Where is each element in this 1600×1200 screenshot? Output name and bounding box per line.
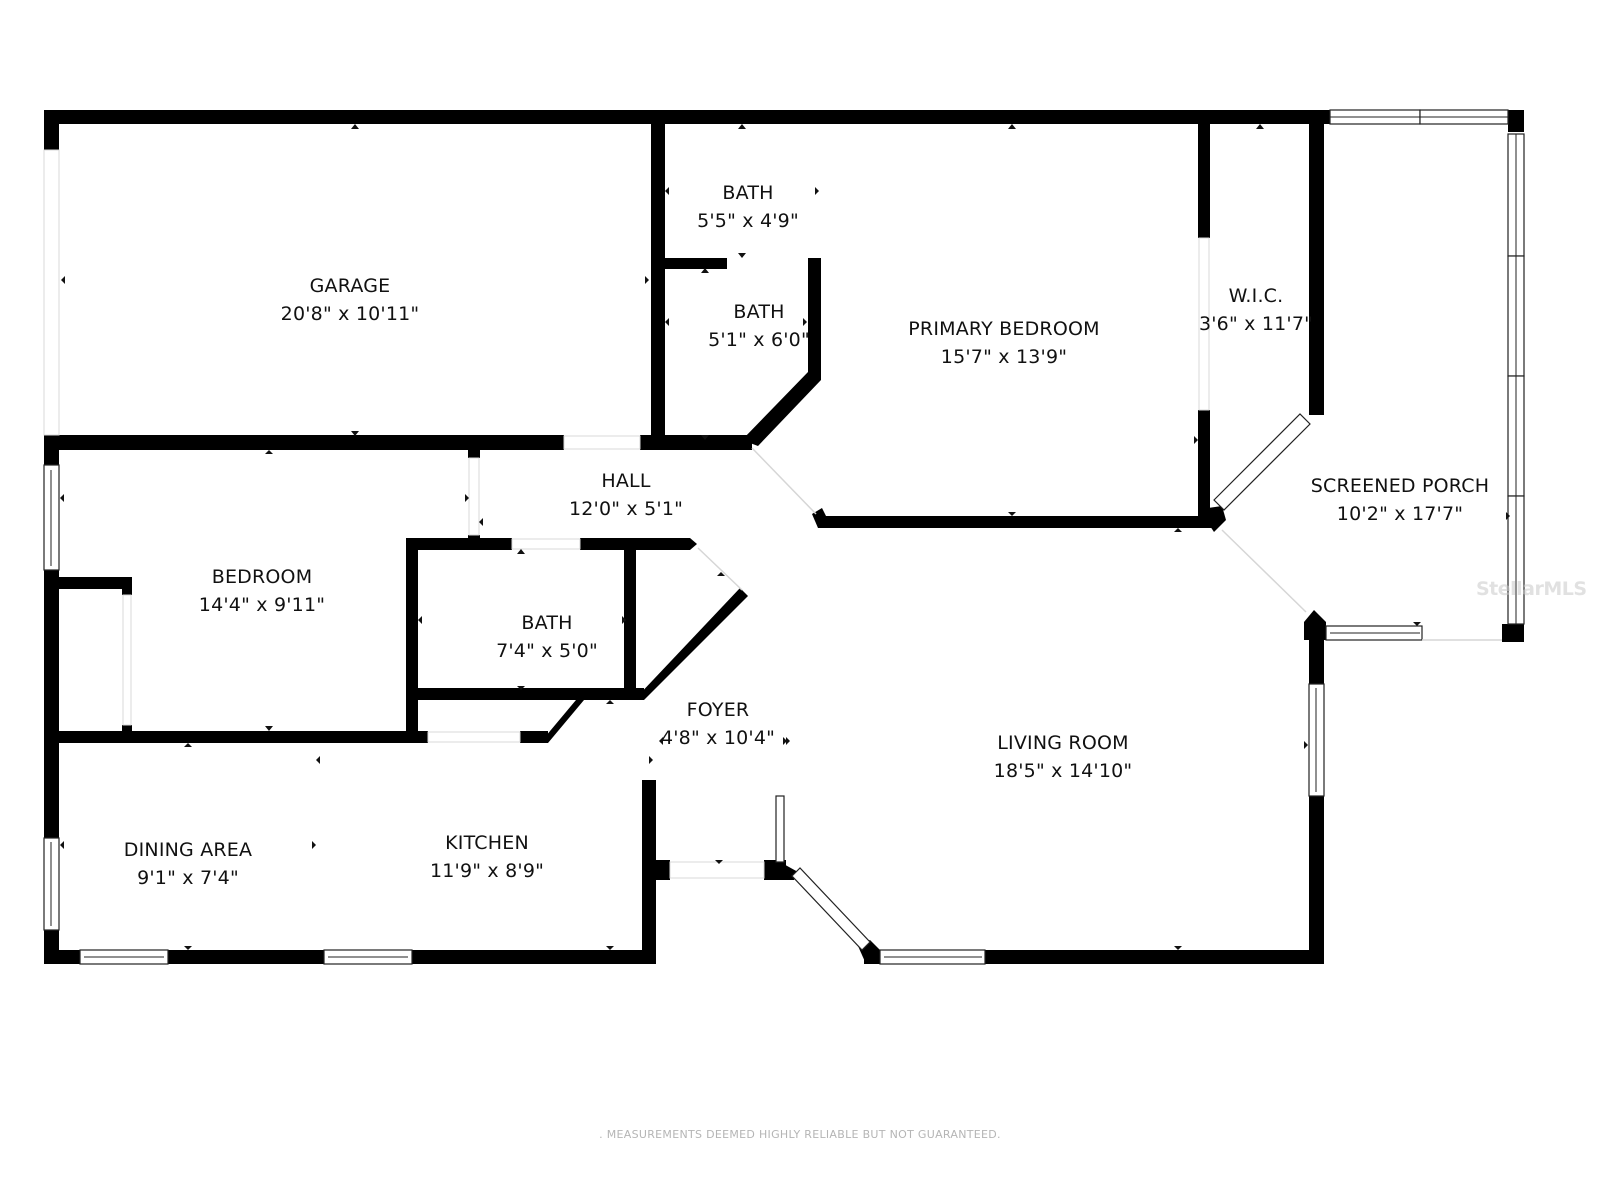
room-name: PRIMARY BEDROOM xyxy=(908,318,1100,340)
room-name: FOYER xyxy=(686,699,750,721)
room-dimensions: 18'5" x 14'10" xyxy=(993,760,1133,782)
room-dimensions: 5'1" x 6'0" xyxy=(708,329,810,351)
room-name: DINING AREA xyxy=(123,839,253,861)
door-openings xyxy=(43,149,1502,879)
measurement-ticks xyxy=(60,124,1510,950)
room-dimensions: 15'7" x 13'9" xyxy=(940,346,1068,368)
room-dimensions: 5'5" x 4'9" xyxy=(697,210,799,232)
room-label-screened-porch: SCREENED PORCH 10'2" x 17'7" xyxy=(1311,472,1489,528)
watermark: StellarMLS xyxy=(1476,578,1587,600)
room-label-primary-bedroom: PRIMARY BEDROOM 15'7" x 13'9" xyxy=(908,315,1099,371)
room-dimensions: 4'8" x 10'4" xyxy=(660,727,776,749)
room-label-dining-area: DINING AREA 9'1" x 7'4" xyxy=(124,836,252,892)
room-dimensions: 10'2" x 17'7" xyxy=(1336,503,1464,525)
walls xyxy=(44,110,1524,964)
room-dimensions: 3'6" x 11'7" xyxy=(1198,313,1314,335)
room-name: W.I.C. xyxy=(1228,285,1284,307)
room-dimensions: 14'4" x 9'11" xyxy=(198,594,326,616)
room-label-living-room: LIVING ROOM 18'5" x 14'10" xyxy=(994,729,1133,785)
room-label-bath-hall: BATH 7'4" x 5'0" xyxy=(496,609,598,665)
room-name: GARAGE xyxy=(309,275,391,297)
room-name: BATH xyxy=(521,612,573,634)
room-name: HALL xyxy=(601,470,651,492)
room-label-foyer: FOYER 4'8" x 10'4" xyxy=(661,696,775,752)
room-label-wic: W.I.C. 3'6" x 11'7" xyxy=(1199,282,1313,338)
room-label-kitchen: KITCHEN 11'9" x 8'9" xyxy=(430,829,544,885)
room-dimensions: 12'0" x 5'1" xyxy=(568,498,684,520)
room-name: BEDROOM xyxy=(211,566,313,588)
room-dimensions: 7'4" x 5'0" xyxy=(496,640,598,662)
room-name: LIVING ROOM xyxy=(997,732,1129,754)
room-dimensions: 20'8" x 10'11" xyxy=(280,303,420,325)
room-label-bath-primary: BATH 5'1" x 6'0" xyxy=(708,298,810,354)
room-name: BATH xyxy=(733,301,785,323)
room-label-bath-upper: BATH 5'5" x 4'9" xyxy=(697,179,799,235)
room-label-garage: GARAGE 20'8" x 10'11" xyxy=(281,272,420,328)
measurement-disclaimer: . MEASUREMENTS DEEMED HIGHLY RELIABLE BU… xyxy=(599,1128,1001,1141)
room-label-hall: HALL 12'0" x 5'1" xyxy=(569,467,683,523)
room-name: KITCHEN xyxy=(445,832,529,854)
room-name: BATH xyxy=(722,182,774,204)
room-dimensions: 9'1" x 7'4" xyxy=(137,867,239,889)
room-dimensions: 11'9" x 8'9" xyxy=(429,860,545,882)
room-label-bedroom: BEDROOM 14'4" x 9'11" xyxy=(199,563,325,619)
room-name: SCREENED PORCH xyxy=(1310,475,1490,497)
windows xyxy=(43,109,1525,965)
